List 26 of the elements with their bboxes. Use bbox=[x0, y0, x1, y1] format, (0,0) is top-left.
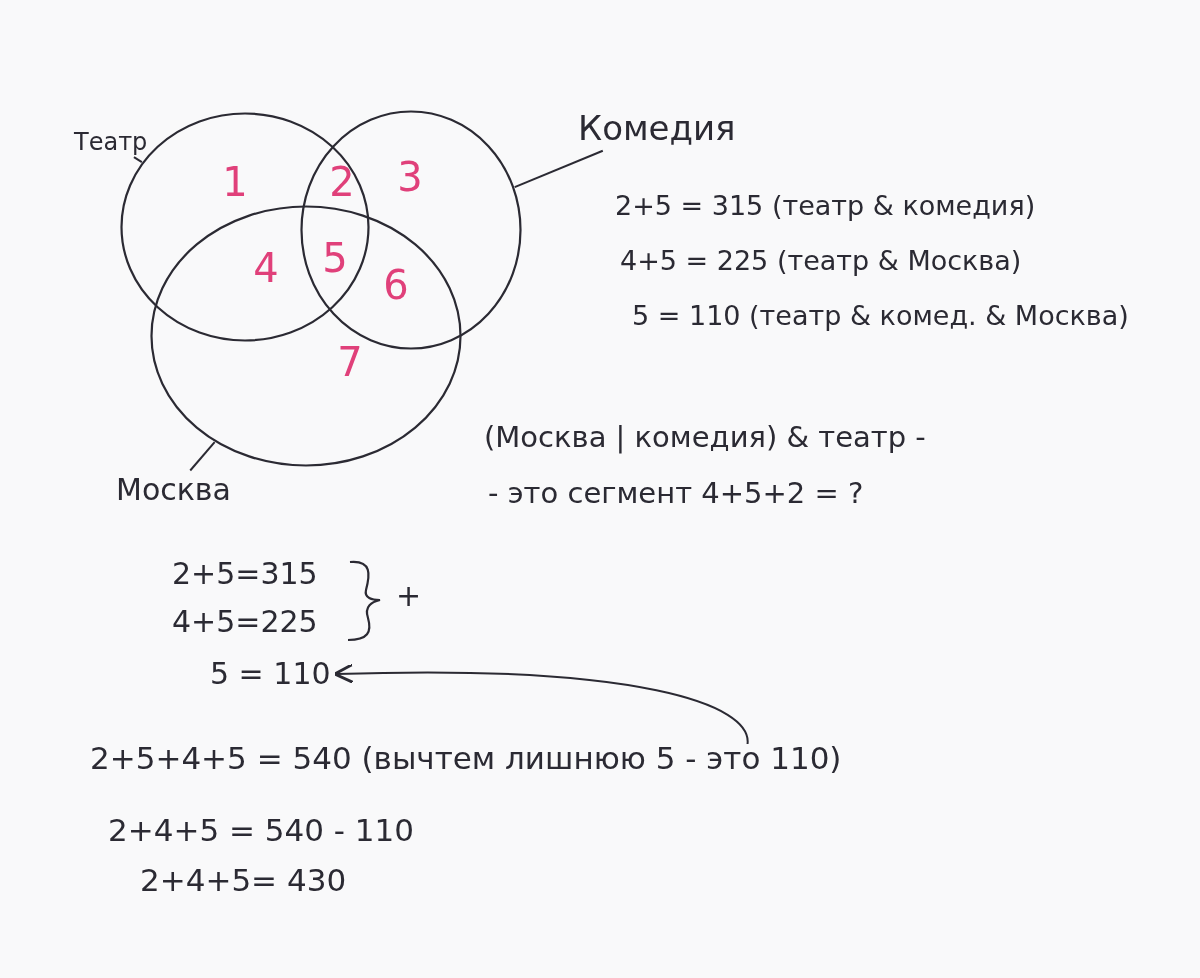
handwritten-note: 4+5=225 bbox=[172, 604, 318, 640]
handwritten-text: 5 = 110 bbox=[210, 656, 331, 692]
region-number: 4 bbox=[253, 244, 279, 292]
handwritten-note: 2+4+5 = 540 - 110 bbox=[108, 812, 415, 850]
region-number: 1 bbox=[222, 158, 248, 206]
handwritten-note: (Москва | комедия) & театр - bbox=[484, 420, 926, 455]
region-number: 2 bbox=[329, 158, 355, 206]
leader-line bbox=[132, 156, 143, 164]
handwritten-text: Москва bbox=[116, 472, 231, 508]
arrow bbox=[333, 663, 749, 745]
handwritten-note: 2+5=315 bbox=[172, 556, 318, 592]
handwritten-note: + bbox=[396, 578, 422, 614]
handwritten-note: 2+4+5= 430 bbox=[140, 862, 347, 900]
leader-line bbox=[513, 149, 604, 189]
handwritten-note: 2+5 = 315 (театр & комедия) bbox=[615, 190, 1036, 223]
region-number: 5 bbox=[322, 234, 348, 282]
region-number: 3 bbox=[397, 153, 423, 201]
region-number: 6 bbox=[383, 261, 409, 309]
handwritten-note: 4+5 = 225 (театр & Москва) bbox=[620, 245, 1022, 278]
region-number: 7 bbox=[337, 338, 363, 386]
handwritten-text: 2+5+4+5 = 540 (вычтем лишнюю 5 - это 110) bbox=[90, 740, 842, 778]
handwritten-note: - это сегмент 4+5+2 = ? bbox=[488, 476, 864, 511]
handwritten-note: 5 = 110 (театр & комед. & Москва) bbox=[632, 300, 1129, 333]
handwritten-text: Театр bbox=[74, 128, 148, 157]
leader-line bbox=[189, 441, 216, 472]
handwritten-text: Комедия bbox=[578, 108, 736, 149]
